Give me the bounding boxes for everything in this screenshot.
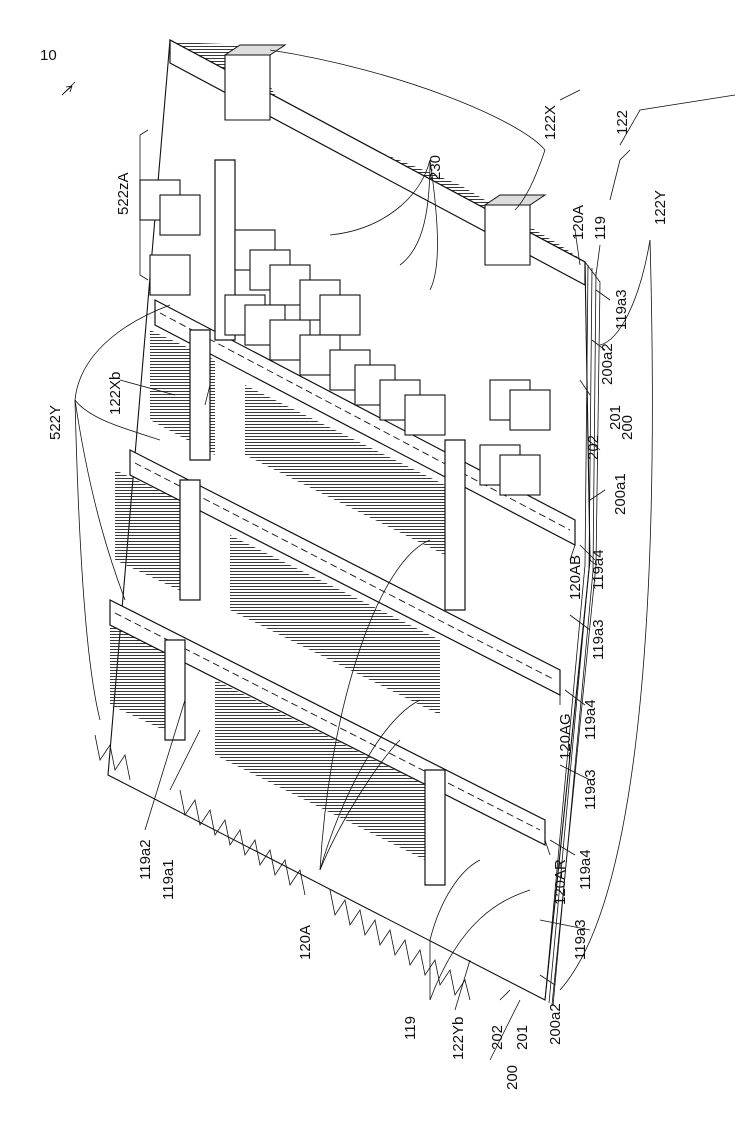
lbl-200a2-bot: 200a2 — [547, 1003, 564, 1045]
lbl-119a2: 119a2 — [137, 839, 154, 880]
lbl-522Y: 522Y — [47, 405, 64, 440]
lbl-230: 230 — [427, 155, 444, 180]
lbl-120A-top: 120A — [570, 205, 587, 240]
lbl-119a3-3: 119a3 — [572, 919, 589, 960]
lbl-119-top: 119 — [592, 216, 609, 240]
lbl-119a4-3: 119a4 — [577, 849, 594, 890]
lbl-201-bot: 201 — [514, 1025, 531, 1050]
lbl-120AB: 120AB — [567, 555, 584, 600]
lbl-119a1: 119a1 — [160, 859, 177, 900]
lbl-202-top: 202 — [585, 435, 602, 460]
lbl-200-bot: 200 — [504, 1065, 521, 1090]
lbl-122Xb: 122Xb — [107, 372, 124, 415]
arrow-icon — [62, 86, 72, 95]
lbl-200a1: 200a1 — [612, 473, 629, 515]
lbl-200a2-top: 200a2 — [599, 343, 616, 385]
lbl-119a4-1: 119a4 — [590, 549, 607, 590]
lbl-119-bot: 119 — [402, 1016, 419, 1040]
lbl-122Y: 122Y — [652, 190, 669, 225]
lbl-119a4-2: 119a4 — [582, 699, 599, 740]
lbl-120A-bot: 120A — [297, 925, 314, 960]
lbl-202-bot: 202 — [489, 1025, 506, 1050]
lbl-120AR: 120AR — [552, 859, 569, 905]
lbl-120AG: 120AG — [557, 713, 574, 760]
lbl-119a3-2: 119a3 — [582, 769, 599, 810]
lbl-522zA: 522zA — [115, 172, 132, 215]
lbl-122Yb: 122Yb — [450, 1017, 467, 1060]
lbl-122X: 122X — [542, 105, 559, 140]
lbl-119a3-top: 119a3 — [613, 289, 630, 330]
lbl-200-top: 200 — [619, 415, 636, 440]
lbl-122: 122 — [614, 110, 631, 135]
lbl-10: 10 — [40, 47, 57, 64]
lbl-119a3-1: 119a3 — [590, 619, 607, 660]
